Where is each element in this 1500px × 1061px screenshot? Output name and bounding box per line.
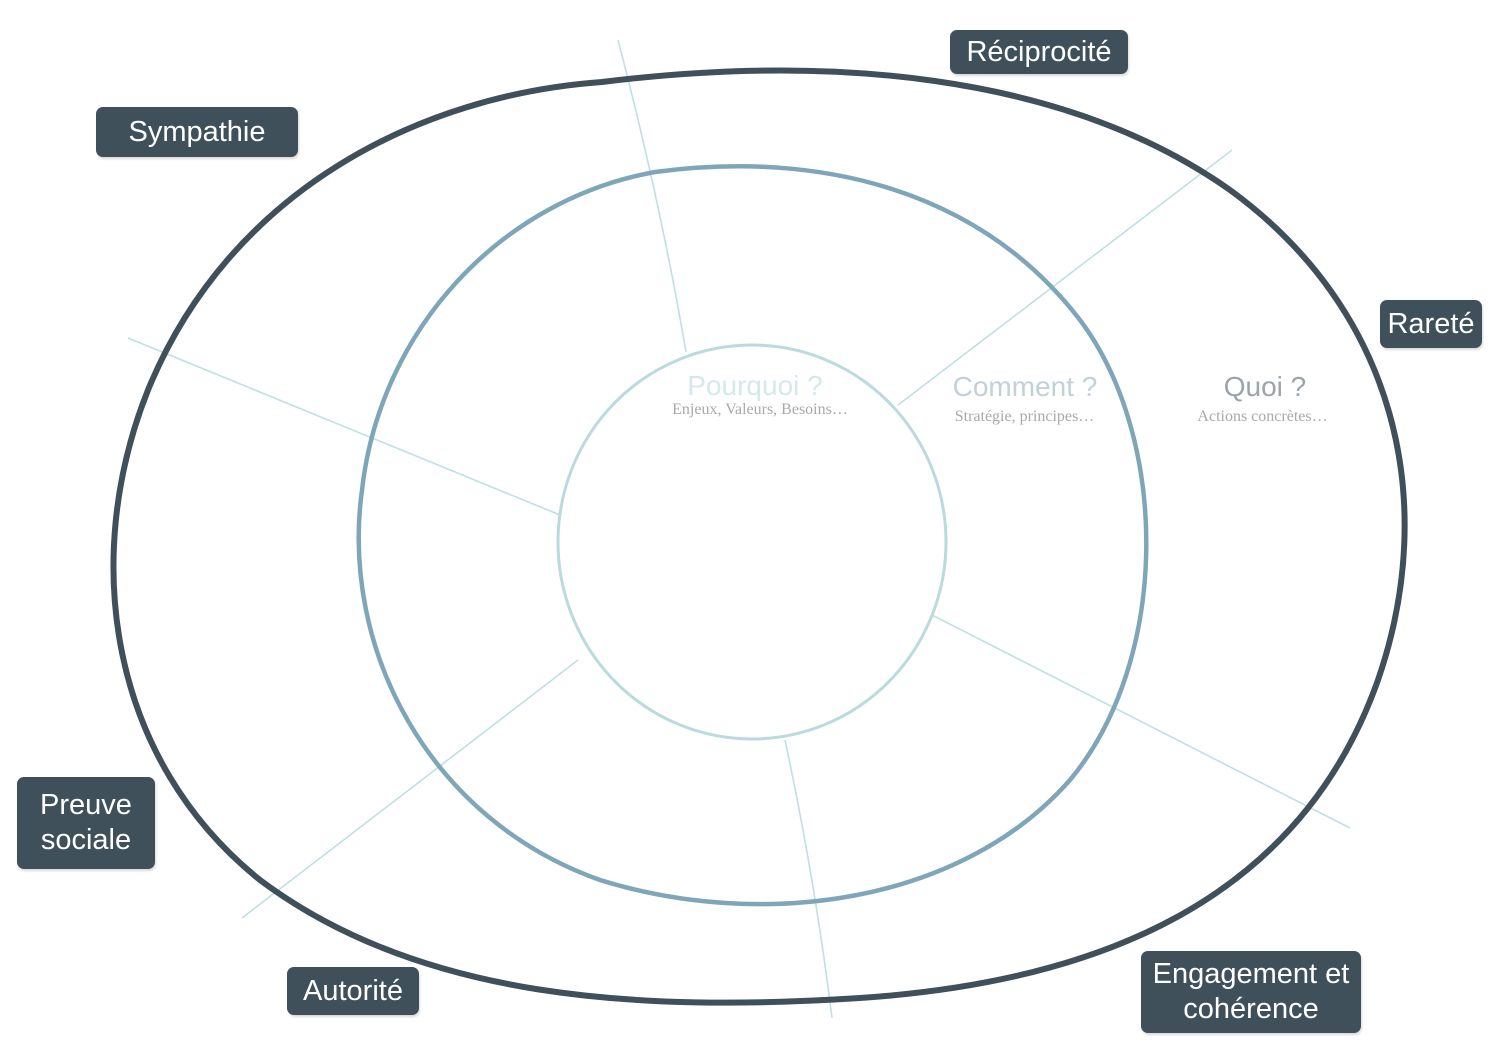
tag-sympathie: Sympathie [96, 107, 298, 157]
tag-rarete: Rareté [1380, 300, 1482, 348]
tag-engagement-coherence: Engagement et cohérence [1141, 951, 1361, 1033]
tag-preuve-sociale-line1: Preuve [40, 789, 132, 821]
divider-left [127, 337, 561, 516]
tag-engagement-line1: Engagement et [1152, 958, 1350, 990]
dividers [127, 39, 1351, 1019]
tag-sympathie-label: Sympathie [128, 115, 266, 148]
outer-ring-title: Quoi ? [1223, 371, 1307, 402]
tag-preuve-sociale-line2: sociale [40, 824, 132, 856]
tag-autorite-label: Autorité [303, 974, 403, 1007]
middle-ring [356, 164, 1149, 907]
divider-bottom-left [241, 659, 579, 919]
divider-bottom-right [931, 614, 1351, 829]
inner-ring-subtitle: Enjeux, Valeurs, Besoins… [672, 401, 848, 418]
divider-top [617, 39, 687, 353]
outer-ring [110, 67, 1408, 1006]
tag-engagement-line2: cohérence [1183, 993, 1319, 1025]
inner-ring [556, 343, 948, 741]
outer-ring-subtitle: Actions concrètes… [1197, 408, 1328, 425]
divider-top-right [897, 149, 1233, 406]
middle-ring-title: Comment ? [952, 371, 1098, 402]
tag-preuve-sociale: Preuve sociale [17, 777, 155, 869]
divider-bottom [784, 739, 833, 1019]
tag-rarete-label: Rareté [1387, 307, 1475, 340]
middle-ring-subtitle: Stratégie, principes… [954, 408, 1095, 425]
tag-reciprocite-label: Réciprocité [966, 35, 1112, 68]
tag-autorite: Autorité [287, 967, 419, 1015]
inner-ring-title: Pourquoi ? [687, 370, 823, 401]
tag-reciprocite: Réciprocité [950, 30, 1128, 74]
